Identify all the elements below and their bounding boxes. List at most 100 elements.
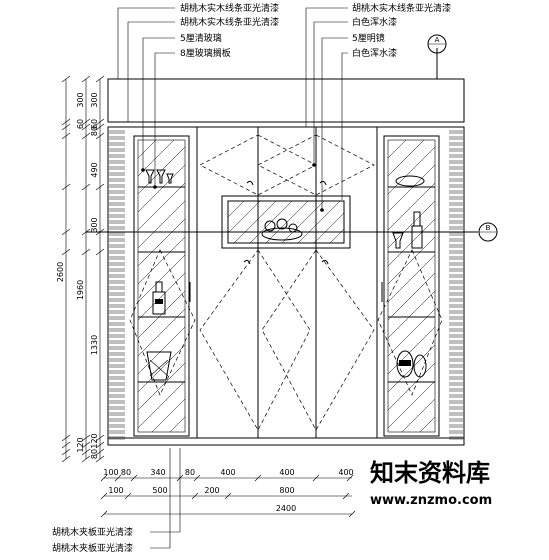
right-vases (396, 350, 427, 378)
glass-hatch-line (387, 139, 425, 177)
glass-hatch-line (387, 164, 436, 213)
glass-hatch-line (137, 164, 186, 213)
dim-tick (81, 455, 91, 463)
glass-hatch-line (169, 416, 186, 433)
dim-inner-4: 490 (90, 162, 99, 177)
dim-tick (312, 474, 320, 482)
glass-hatch-line (387, 308, 436, 357)
callout-tr-4: 白色浑水漆 (352, 47, 397, 59)
callout-tl-4: 8厘玻璃搁板 (180, 47, 231, 59)
cabinet-frame (107, 126, 465, 446)
dim-tick (346, 474, 354, 482)
glass-hatch-line (387, 272, 436, 321)
dim-inner-1: 300 (90, 92, 99, 107)
dim-b2-3: 200 (204, 486, 219, 495)
callout-b-1: 胡桃木夹板亚光清漆 (52, 526, 133, 538)
fruit-1 (264, 220, 276, 232)
dim-inner-2: 80 (90, 126, 99, 136)
dim-tick (100, 510, 108, 518)
dim-tick (254, 474, 262, 482)
glass-hatch-line (151, 398, 186, 433)
dim-tick (61, 434, 71, 442)
dim-tick (61, 441, 71, 449)
leader-tr-2-dot (312, 163, 316, 167)
dim-inner-5: 300 (90, 217, 99, 232)
upper-left-door-diamond (199, 134, 317, 196)
dim-tick (61, 132, 71, 140)
dim-tick (81, 248, 91, 256)
left-bottle (152, 281, 166, 315)
glass-hatch-line (387, 146, 436, 195)
dim-b1-6: 400 (279, 468, 294, 477)
watermark-brand: 知末资料库 (370, 459, 490, 487)
dim-tick (342, 492, 350, 500)
right-glass-hatching (387, 139, 436, 433)
dim-inner-3: 60 (90, 119, 99, 129)
callout-tr-1: 胡桃木实木线条亚光清漆 (352, 2, 451, 14)
glass-hatch-line (387, 139, 407, 159)
dim-tick (114, 474, 122, 482)
fruit-2 (276, 218, 288, 230)
dim-tick (100, 492, 108, 500)
glass-hatch-line (249, 200, 293, 244)
dim-b2-4: 800 (279, 486, 294, 495)
dim-tick (81, 448, 91, 456)
dim-outer-2: 60 (76, 119, 85, 129)
glass-hatch-line (387, 236, 436, 285)
dim-b1-7: 400 (338, 468, 353, 477)
dim-inner-8: 80 (90, 449, 99, 459)
leader-tr-4 (341, 52, 348, 200)
vertical-dim-ticks (61, 75, 105, 463)
glass-hatch-line (137, 380, 186, 429)
fruit-bowl (261, 227, 303, 241)
handle-upper-left (246, 180, 254, 186)
dim-tick (61, 183, 71, 191)
leader-tl-2 (127, 21, 175, 122)
glass-hatch-line (227, 200, 245, 218)
dim-b2-1: 100 (108, 486, 123, 495)
glass-hatch-line (137, 272, 186, 321)
dim-tick (224, 492, 232, 500)
dim-tick (176, 474, 184, 482)
dim-tick (95, 448, 105, 456)
upper-right-door-diamond (257, 134, 375, 196)
right-cabinet-diamond (377, 249, 443, 396)
left-display-cabinet (133, 135, 190, 437)
dim-total-height: 2600 (56, 262, 65, 282)
lower-right-door-diamond (261, 249, 375, 431)
callout-tr-3: 5厘明镜 (352, 32, 385, 44)
lower-left-door-diamond (199, 249, 311, 431)
callout-tr-2: 白色浑水漆 (352, 16, 397, 28)
glass-hatch-line (297, 200, 341, 244)
dim-b1-3: 340 (150, 468, 165, 477)
glass-hatch-line (419, 416, 436, 433)
dim-tick (95, 132, 105, 140)
dim-outer-3: 1960 (76, 280, 85, 300)
dim-tick (95, 441, 105, 449)
leader-tr-3-dot (320, 208, 324, 212)
dim-tick (95, 228, 105, 236)
leader-tl-3 (142, 37, 175, 170)
leader-tr-3 (321, 37, 348, 210)
glass-hatch-line (137, 200, 186, 249)
handle-mid-right (321, 259, 329, 265)
glass-hatch-line (137, 139, 157, 159)
glass-hatch-line (329, 228, 345, 244)
callout-tl-2: 胡桃木实木线条亚光清漆 (180, 16, 279, 28)
left-wine-glasses (145, 169, 174, 184)
dim-outer-1: 300 (76, 92, 85, 107)
callout-tl-3: 5厘清玻璃 (180, 32, 222, 44)
top-cornice (107, 78, 465, 123)
watermark-url: www.znzmo.com (370, 493, 492, 508)
center-doors (196, 126, 378, 439)
leader-tl-3-dot (141, 168, 145, 172)
dim-total-width: 2400 (276, 504, 296, 513)
callout-b-2: 胡桃木夹板亚光清漆 (52, 542, 133, 554)
dim-outer-4: 120 (76, 437, 85, 452)
dim-tick (95, 75, 105, 83)
right-cabinet-inner (387, 139, 436, 433)
dim-tick (61, 123, 71, 131)
dim-tick (61, 75, 71, 83)
glass-hatch-line (137, 362, 186, 411)
